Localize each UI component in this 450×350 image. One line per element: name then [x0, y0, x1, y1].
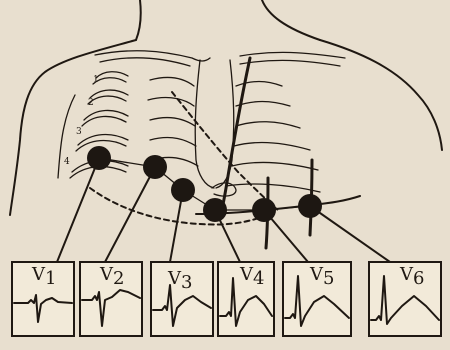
lead-boxes: V1 V2 V3 V4: [12, 262, 441, 336]
lead-number-v3: 3: [181, 272, 192, 293]
lead-number-v5: 5: [323, 268, 334, 289]
lead-letter-v6: V: [399, 264, 414, 285]
electrodes: [87, 146, 322, 222]
left-ribs: [226, 82, 320, 193]
lead-box-v5: V5: [283, 262, 351, 336]
lead-letter-v1: V: [31, 264, 46, 285]
lead-box-v2: V2: [80, 262, 142, 336]
electrode-v6: [298, 194, 322, 218]
lead-box-v6: V6: [369, 262, 441, 336]
clavicles: [95, 51, 345, 66]
rib-number-2: 2: [88, 98, 94, 108]
lead-number-v2: 2: [113, 268, 124, 289]
lead-number-v4: 4: [253, 268, 264, 289]
lead-letter-v2: V: [99, 264, 114, 285]
lead-box-v3: V3: [151, 262, 213, 336]
lead-letter-v4: V: [239, 264, 254, 285]
rib-number-1: 1: [93, 75, 99, 85]
rib-number-4: 4: [64, 157, 70, 167]
electrode-v4: [203, 198, 227, 222]
rib-number-3: 3: [76, 127, 82, 137]
electrode-v3: [171, 178, 195, 202]
lead-number-v6: 6: [413, 268, 424, 289]
lead-box-v4: V4: [218, 262, 274, 336]
lead-box-v1: V1: [12, 262, 74, 336]
lead-letter-v5: V: [309, 264, 324, 285]
electrode-v1: [87, 146, 111, 170]
electrode-v5: [252, 198, 276, 222]
lead-number-v1: 1: [45, 268, 56, 289]
electrode-v2: [143, 155, 167, 179]
